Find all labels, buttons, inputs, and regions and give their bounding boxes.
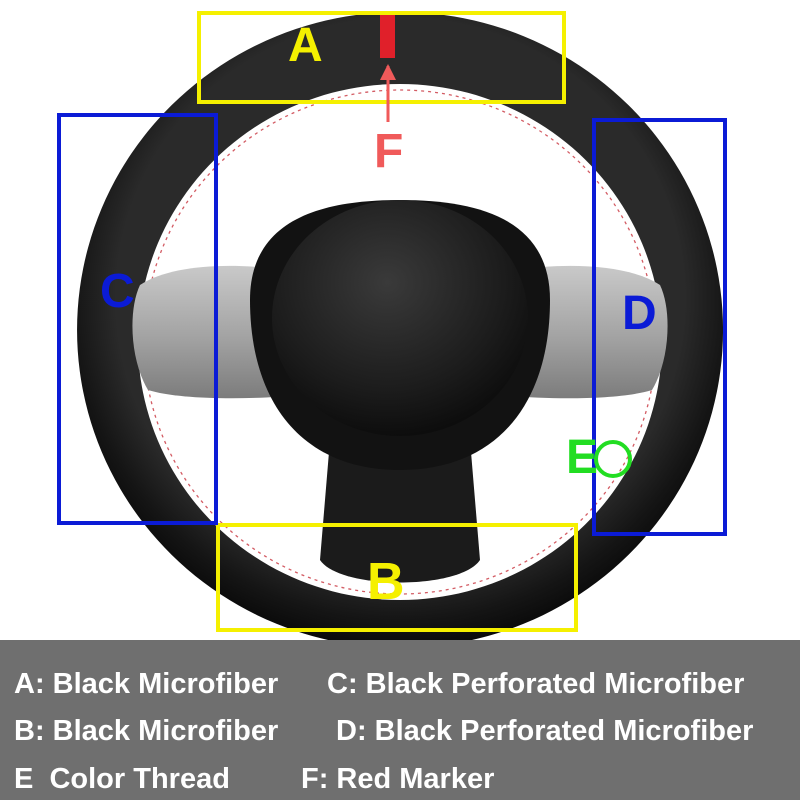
region-c-box xyxy=(57,113,218,525)
label-a: A xyxy=(288,19,323,72)
marker-arrow-icon xyxy=(380,64,396,122)
label-b: B xyxy=(367,553,405,611)
legend-row1-left: A: Black Microfiber xyxy=(14,668,279,700)
wheel-bottom-spoke xyxy=(320,440,480,583)
label-f: F xyxy=(374,125,404,178)
legend-row1-right: C: Black Perforated Microfiber xyxy=(327,668,745,700)
legend-row3-left: E Color Thread xyxy=(14,763,230,795)
thread-circle-icon xyxy=(594,440,632,478)
region-d-box xyxy=(592,118,727,536)
label-c: C xyxy=(100,265,135,318)
steering-wheel-photo: A B C D E F xyxy=(57,11,727,648)
label-e: E xyxy=(566,431,599,484)
legend-row3-right: F: Red Marker xyxy=(301,763,495,795)
region-b-box xyxy=(216,523,578,632)
legend-panel: A: Black Microfiber C: Black Perforated … xyxy=(0,640,800,800)
airbag-cover xyxy=(272,200,528,436)
region-a-box xyxy=(197,11,566,104)
legend-row2-right: D: Black Perforated Microfiber xyxy=(336,715,754,747)
legend-row2-left: B: Black Microfiber xyxy=(14,715,279,747)
label-d: D xyxy=(622,287,657,340)
red-marker xyxy=(380,12,395,58)
